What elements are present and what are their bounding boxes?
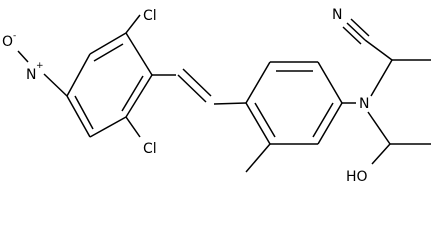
bond-n-o [17,50,29,63]
bond-c-cl-top [125,14,141,34]
azo-linkage [152,68,247,105]
nitro-nitrogen-label: N [26,67,36,83]
bond-n-ch-upper [370,59,393,97]
bond-ch-cn [364,39,393,61]
nitro-nitrogen-charge: + [36,61,44,71]
ring-dichloronitrophenyl [66,32,153,138]
hydroxyl-label: HO [346,169,368,185]
nitrile-nitrogen-label: N [332,7,342,23]
nitrile-triple-bond [342,18,370,45]
bond-c-nitro [43,73,68,97]
structure-diagram: Cl Cl N + O - N N HO [2,7,431,185]
amine-nitrogen-label: N [359,96,369,112]
bond-ch-oh [371,143,391,165]
ring-methylphenyl [245,61,343,145]
bond-methyl [245,143,271,173]
bond-n-ch-lower [367,111,391,145]
chlorine-bottom-label: Cl [143,141,157,157]
bond-c-cl-bottom [125,116,141,138]
chlorine-top-label: Cl [143,8,157,24]
nitro-oxygen-charge: - [13,31,16,41]
nitro-oxygen-label: O [2,34,13,50]
